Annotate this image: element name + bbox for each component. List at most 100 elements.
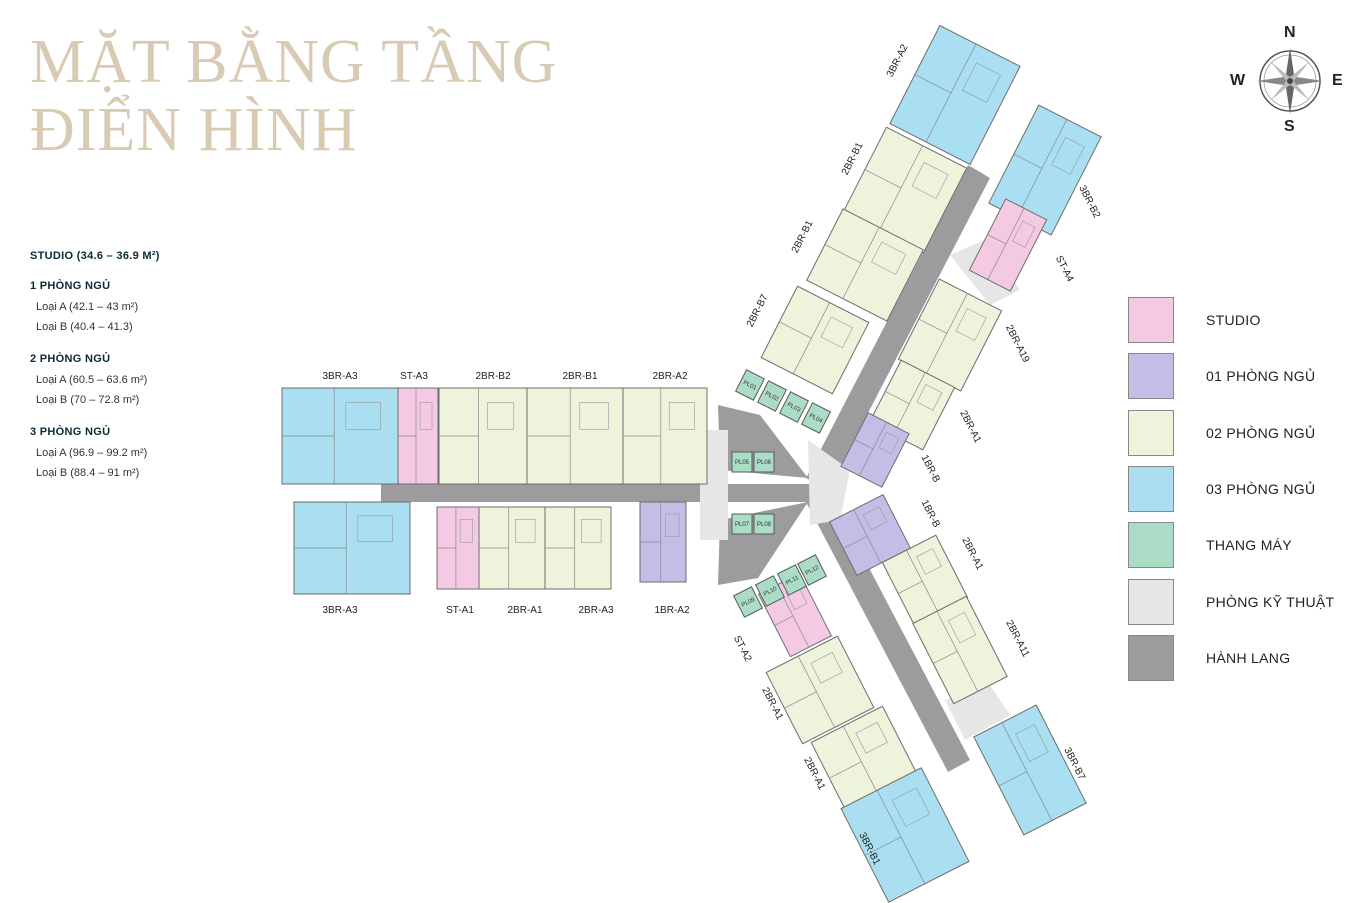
label-west-top: 2BR-B1	[562, 371, 597, 382]
unit-wall	[914, 74, 952, 94]
legend-swatch	[1128, 409, 1174, 456]
legend-row-technical: PHÒNG KỸ THUẬT	[1128, 573, 1358, 629]
label-northeast: 2BR-B1	[790, 218, 816, 255]
unit-wall	[876, 790, 926, 884]
unit-1br-b-ne	[840, 412, 910, 488]
unit-wall	[864, 836, 902, 856]
unit-type-studio: STUDIO (34.6 – 36.9 M²)	[30, 248, 270, 264]
legend-swatch	[1128, 522, 1174, 569]
unit-wall	[879, 145, 923, 231]
unit-2br-b1-west	[526, 387, 624, 485]
corridors	[381, 165, 1020, 772]
label-northeast: 2BR-B1	[840, 140, 866, 177]
unit-2br-a2	[622, 387, 708, 485]
unit-wall	[925, 43, 977, 143]
unit-type-item: Loại B (88.4 – 91 m²)	[36, 467, 140, 479]
unit-wall	[824, 244, 862, 264]
elevator-pl12: PL12	[796, 554, 828, 586]
unit-bed	[664, 513, 680, 537]
unit-1br-a2	[639, 501, 687, 583]
unit-2br-a11	[912, 595, 1008, 705]
elevator-fill	[796, 554, 828, 586]
label-southeast: 2BR-A11	[1003, 619, 1031, 660]
unit-fill	[973, 704, 1087, 836]
legend-row-studio: STUDIO	[1128, 292, 1358, 348]
unit-3br-a2	[889, 24, 1021, 166]
unit-bed	[891, 787, 931, 827]
unit-bed	[855, 721, 888, 754]
elevator-pl04: PL04	[800, 402, 832, 434]
label-northeast: 1BR-B	[919, 453, 942, 485]
label-southeast: 1BR-B	[919, 498, 942, 530]
unit-bed	[955, 308, 987, 341]
unit-bed	[345, 402, 381, 430]
legend-label: PHÒNG KỸ THUẬT	[1206, 593, 1335, 610]
unit-bed	[514, 518, 536, 543]
unit-bed	[916, 384, 943, 411]
unit-bed	[1012, 220, 1036, 248]
unit-bed	[916, 548, 942, 575]
unit-bed	[668, 402, 695, 430]
label-west-bottom: 2BR-A1	[507, 605, 542, 616]
elevator-pl08: PL08	[753, 513, 775, 535]
unit-bed	[810, 651, 843, 684]
unit-bed	[459, 518, 474, 543]
unit-type-item: Loại B (40.4 – 41.3)	[36, 321, 133, 333]
elevator-fill	[734, 369, 766, 401]
compass-rose-icon	[1257, 48, 1323, 114]
legend-swatch	[1128, 297, 1174, 344]
legend-label: 03 PHÒNG NGỦ	[1206, 481, 1316, 498]
unit-type-item: Loại A (42.1 – 43 m²)	[36, 301, 139, 313]
unit-wall	[843, 536, 868, 549]
label-southeast: ST-A2	[731, 634, 754, 664]
label-west-top: 2BR-A2	[652, 371, 687, 382]
label-west-top: 3BR-A3	[322, 371, 357, 382]
elevator-pl06: PL06	[753, 451, 775, 473]
unit-bed	[580, 518, 602, 543]
unit-type-item: Loại B (70 – 72.8 m²)	[36, 394, 140, 406]
unit-2br-a1-west	[478, 506, 546, 590]
compass-east: E	[1332, 72, 1343, 89]
legend-swatch	[1128, 634, 1174, 681]
unit-3br-a3-bottom	[293, 501, 411, 595]
legend-row-3br: 03 PHÒNG NGỦ	[1128, 461, 1358, 517]
elevator-label: PL08	[757, 522, 772, 528]
unit-wall	[774, 615, 794, 626]
elevator-pl05: PL05	[731, 451, 753, 473]
unit-st-a3	[397, 387, 439, 485]
unit-bed	[947, 611, 977, 644]
elevator-fill	[776, 564, 808, 596]
label-northeast: 2BR-A19	[1003, 323, 1031, 365]
compass-west: W	[1230, 72, 1246, 89]
unit-type-heading: STUDIO (34.6 – 36.9 M²)	[30, 250, 160, 262]
elevator-pl11: PL11	[776, 564, 808, 596]
unit-type-list: STUDIO (34.6 – 36.9 M²) 1 PHÒNG NGỦ Loại…	[30, 248, 270, 497]
legend-swatch	[1128, 578, 1174, 625]
elevator-pl09: PL09	[732, 586, 764, 618]
unit-fill	[968, 198, 1048, 292]
legend-label: 02 PHÒNG NGỦ	[1206, 424, 1316, 441]
label-west-bottom: 3BR-A3	[322, 605, 357, 616]
unit-type-1br: 1 PHÒNG NGỦ Loại A (42.1 – 43 m²) Loại B…	[30, 278, 270, 337]
elevator-fill	[756, 380, 788, 412]
unit-fill	[840, 412, 910, 488]
elevator-pl07: PL07	[731, 513, 753, 535]
legend-label: THANG MÁY	[1206, 537, 1292, 554]
label-west-top: ST-A3	[400, 371, 428, 382]
elevator-fill	[731, 513, 753, 535]
label-west-bottom: 2BR-A3	[578, 605, 613, 616]
unit-bed	[820, 316, 854, 349]
unit-wall	[987, 208, 1025, 280]
unit-bed	[357, 515, 393, 542]
label-west-bottom: ST-A1	[446, 605, 474, 616]
unit-type-3br: 3 PHÒNG NGỦ Loại A (96.9 – 99.2 m²) Loại…	[30, 424, 270, 483]
label-southeast: 2BR-A1	[959, 536, 985, 573]
unit-bed	[862, 506, 888, 531]
unit-bed	[911, 162, 949, 199]
unit-wall	[918, 318, 948, 334]
unit-st-a1	[436, 506, 480, 590]
unit-2br-a19	[897, 278, 1003, 392]
legend-row-1br: 01 PHÒNG NGỦ	[1128, 348, 1358, 404]
label-west-top: 2BR-B2	[475, 371, 510, 382]
